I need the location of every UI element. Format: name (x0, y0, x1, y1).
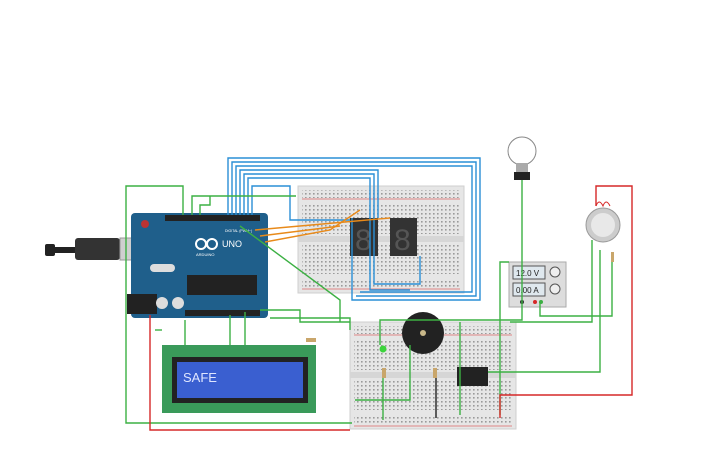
lcd-display[interactable]: SAFE (162, 345, 316, 413)
resistor[interactable] (306, 338, 316, 342)
piezo-buzzer[interactable] (402, 312, 444, 354)
svg-text:8: 8 (355, 224, 372, 257)
arduino-uno[interactable]: UNO ARDUINO DIGITAL (PWM~) (127, 213, 268, 318)
lcd-text: SAFE (183, 370, 217, 385)
seven-segment-display-2[interactable]: 8 (390, 218, 417, 257)
svg-text:8: 8 (394, 224, 411, 257)
gas-sensor[interactable] (585, 201, 621, 243)
relay[interactable] (457, 367, 488, 386)
resistor[interactable] (433, 368, 437, 378)
arduino-header-label: DIGITAL (PWM~) (225, 229, 252, 233)
green-wires (125, 180, 613, 424)
wires (125, 157, 633, 431)
power-supply[interactable]: 12.0 V 0.00 A (508, 261, 567, 308)
current-readout: 0.00 A (516, 286, 539, 295)
led-green[interactable] (379, 345, 387, 353)
orange-wires (254, 209, 391, 243)
arduino-model-label: UNO (222, 239, 242, 249)
voltage-knob[interactable] (549, 266, 561, 278)
breadboard-top[interactable] (297, 185, 465, 294)
resistor[interactable] (611, 252, 614, 262)
blue-wires (227, 157, 481, 301)
red-wires (149, 185, 633, 431)
current-knob[interactable] (549, 283, 561, 295)
voltage-readout: 12.0 V (516, 269, 540, 278)
resistor[interactable] (382, 368, 386, 378)
arduino-brand-label: ARDUINO (196, 252, 214, 257)
light-bulb[interactable] (507, 136, 537, 180)
